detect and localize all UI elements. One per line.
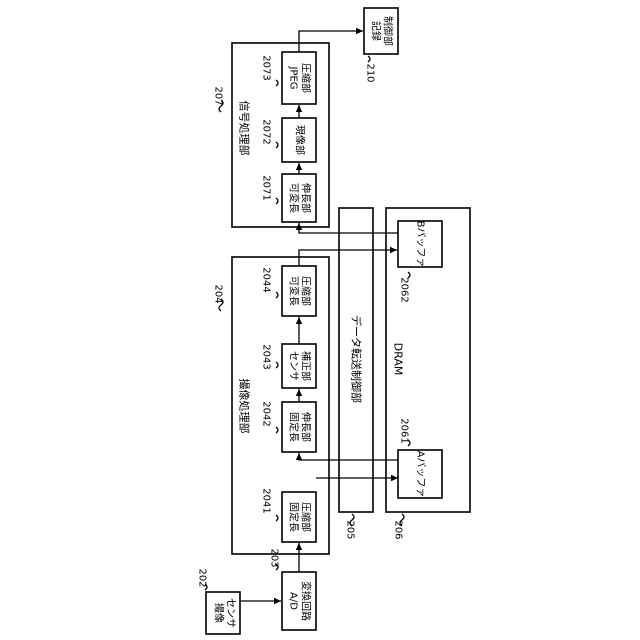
svg-text:固定長: 固定長 [288,412,301,442]
recording-control-block: 記録 制御部 210 [364,8,398,83]
svg-text:撮像: 撮像 [213,603,226,623]
svg-text:圧縮部: 圧縮部 [300,63,313,93]
svg-text:可変長: 可変長 [288,183,301,213]
signal-processing-unit-label: 信号処理部 [238,101,252,156]
fixed-length-compression-ref: 2041 [261,488,272,513]
svg-text:可変長: 可変長 [288,276,301,306]
variable-length-compression-ref: 2044 [261,267,272,292]
svg-text:変換回路: 変換回路 [300,581,313,621]
data-transfer-control-label: データ転送制御部 [350,315,364,403]
svg-text:センサ: センサ [225,598,237,628]
svg-text:センサ: センサ [288,351,300,381]
buffer-b-ref: 2062 [399,277,410,302]
dram-ref: 206 [393,520,404,539]
recording-control-ref: 210 [365,63,376,82]
development-ref: 2072 [261,119,272,144]
svg-text:Aバッファ: Aバッファ [415,451,427,498]
svg-text:伸長部: 伸長部 [300,412,313,442]
svg-text:Bバッファ: Bバッファ [415,221,427,268]
ref-leader [368,56,370,62]
variable-length-decompression-ref: 2071 [261,175,272,200]
svg-text:記録: 記録 [370,21,383,41]
svg-text:現像部: 現像部 [294,125,307,155]
data-transfer-control-group: データ転送制御部 205 [339,208,373,540]
dram-label: DRAM [392,343,405,376]
signal-processing-unit-ref: 207 [213,86,224,105]
svg-text:補正部: 補正部 [300,351,313,381]
imaging-processing-unit-label: 撮像処理部 [238,379,252,434]
svg-text:A/D: A/D [288,592,299,610]
svg-text:圧縮部: 圧縮部 [300,502,313,532]
sensor-correction-ref: 2043 [261,344,272,369]
fixed-length-decompression-ref: 2042 [261,401,272,426]
svg-text:伸長部: 伸長部 [300,183,313,213]
buffer-a-ref: 2061 [399,418,410,443]
svg-text:制御部: 制御部 [382,16,395,46]
ad-converter-ref: 203 [269,548,280,567]
jpeg-compression-ref: 2073 [261,55,272,80]
ad-converter-block: A/D 変換回路 203 [269,548,317,630]
svg-text:圧縮部: 圧縮部 [300,276,313,306]
svg-text:固定長: 固定長 [288,502,301,532]
svg-text:JPEG: JPEG [288,65,299,89]
image-sensor-block: 撮像 センサ 202 [197,568,241,634]
